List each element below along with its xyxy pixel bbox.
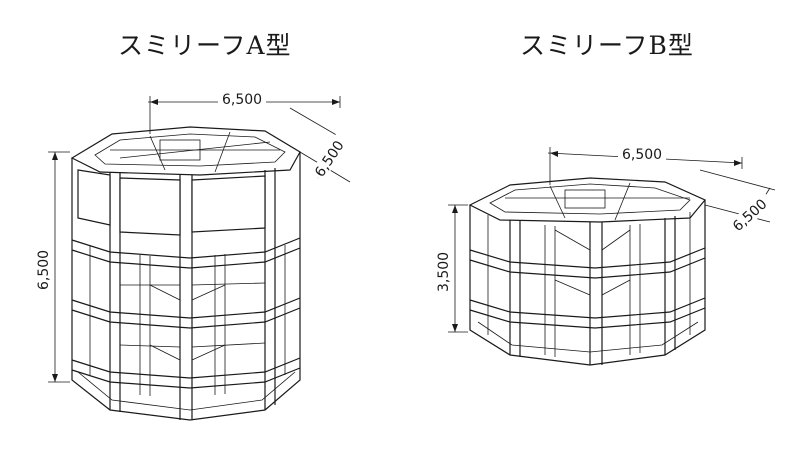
type-b-height-label: 3,500 xyxy=(436,252,452,292)
type-a-title: スミリーフA型 xyxy=(118,31,292,60)
type-a-width-label: 6,500 xyxy=(222,92,262,108)
type-b-structure xyxy=(468,177,706,366)
type-b-width-label: 6,500 xyxy=(622,147,662,163)
type-a-depth-label: 6,500 xyxy=(312,138,348,180)
type-b-depth-label: 6,500 xyxy=(730,196,771,235)
type-b-title: スミリーフB型 xyxy=(520,31,694,60)
type-a-height-label: 6,500 xyxy=(36,250,52,290)
type-a-structure xyxy=(70,126,301,421)
type-b-dimensions: 6,500 6,500 3,500 xyxy=(435,146,776,333)
